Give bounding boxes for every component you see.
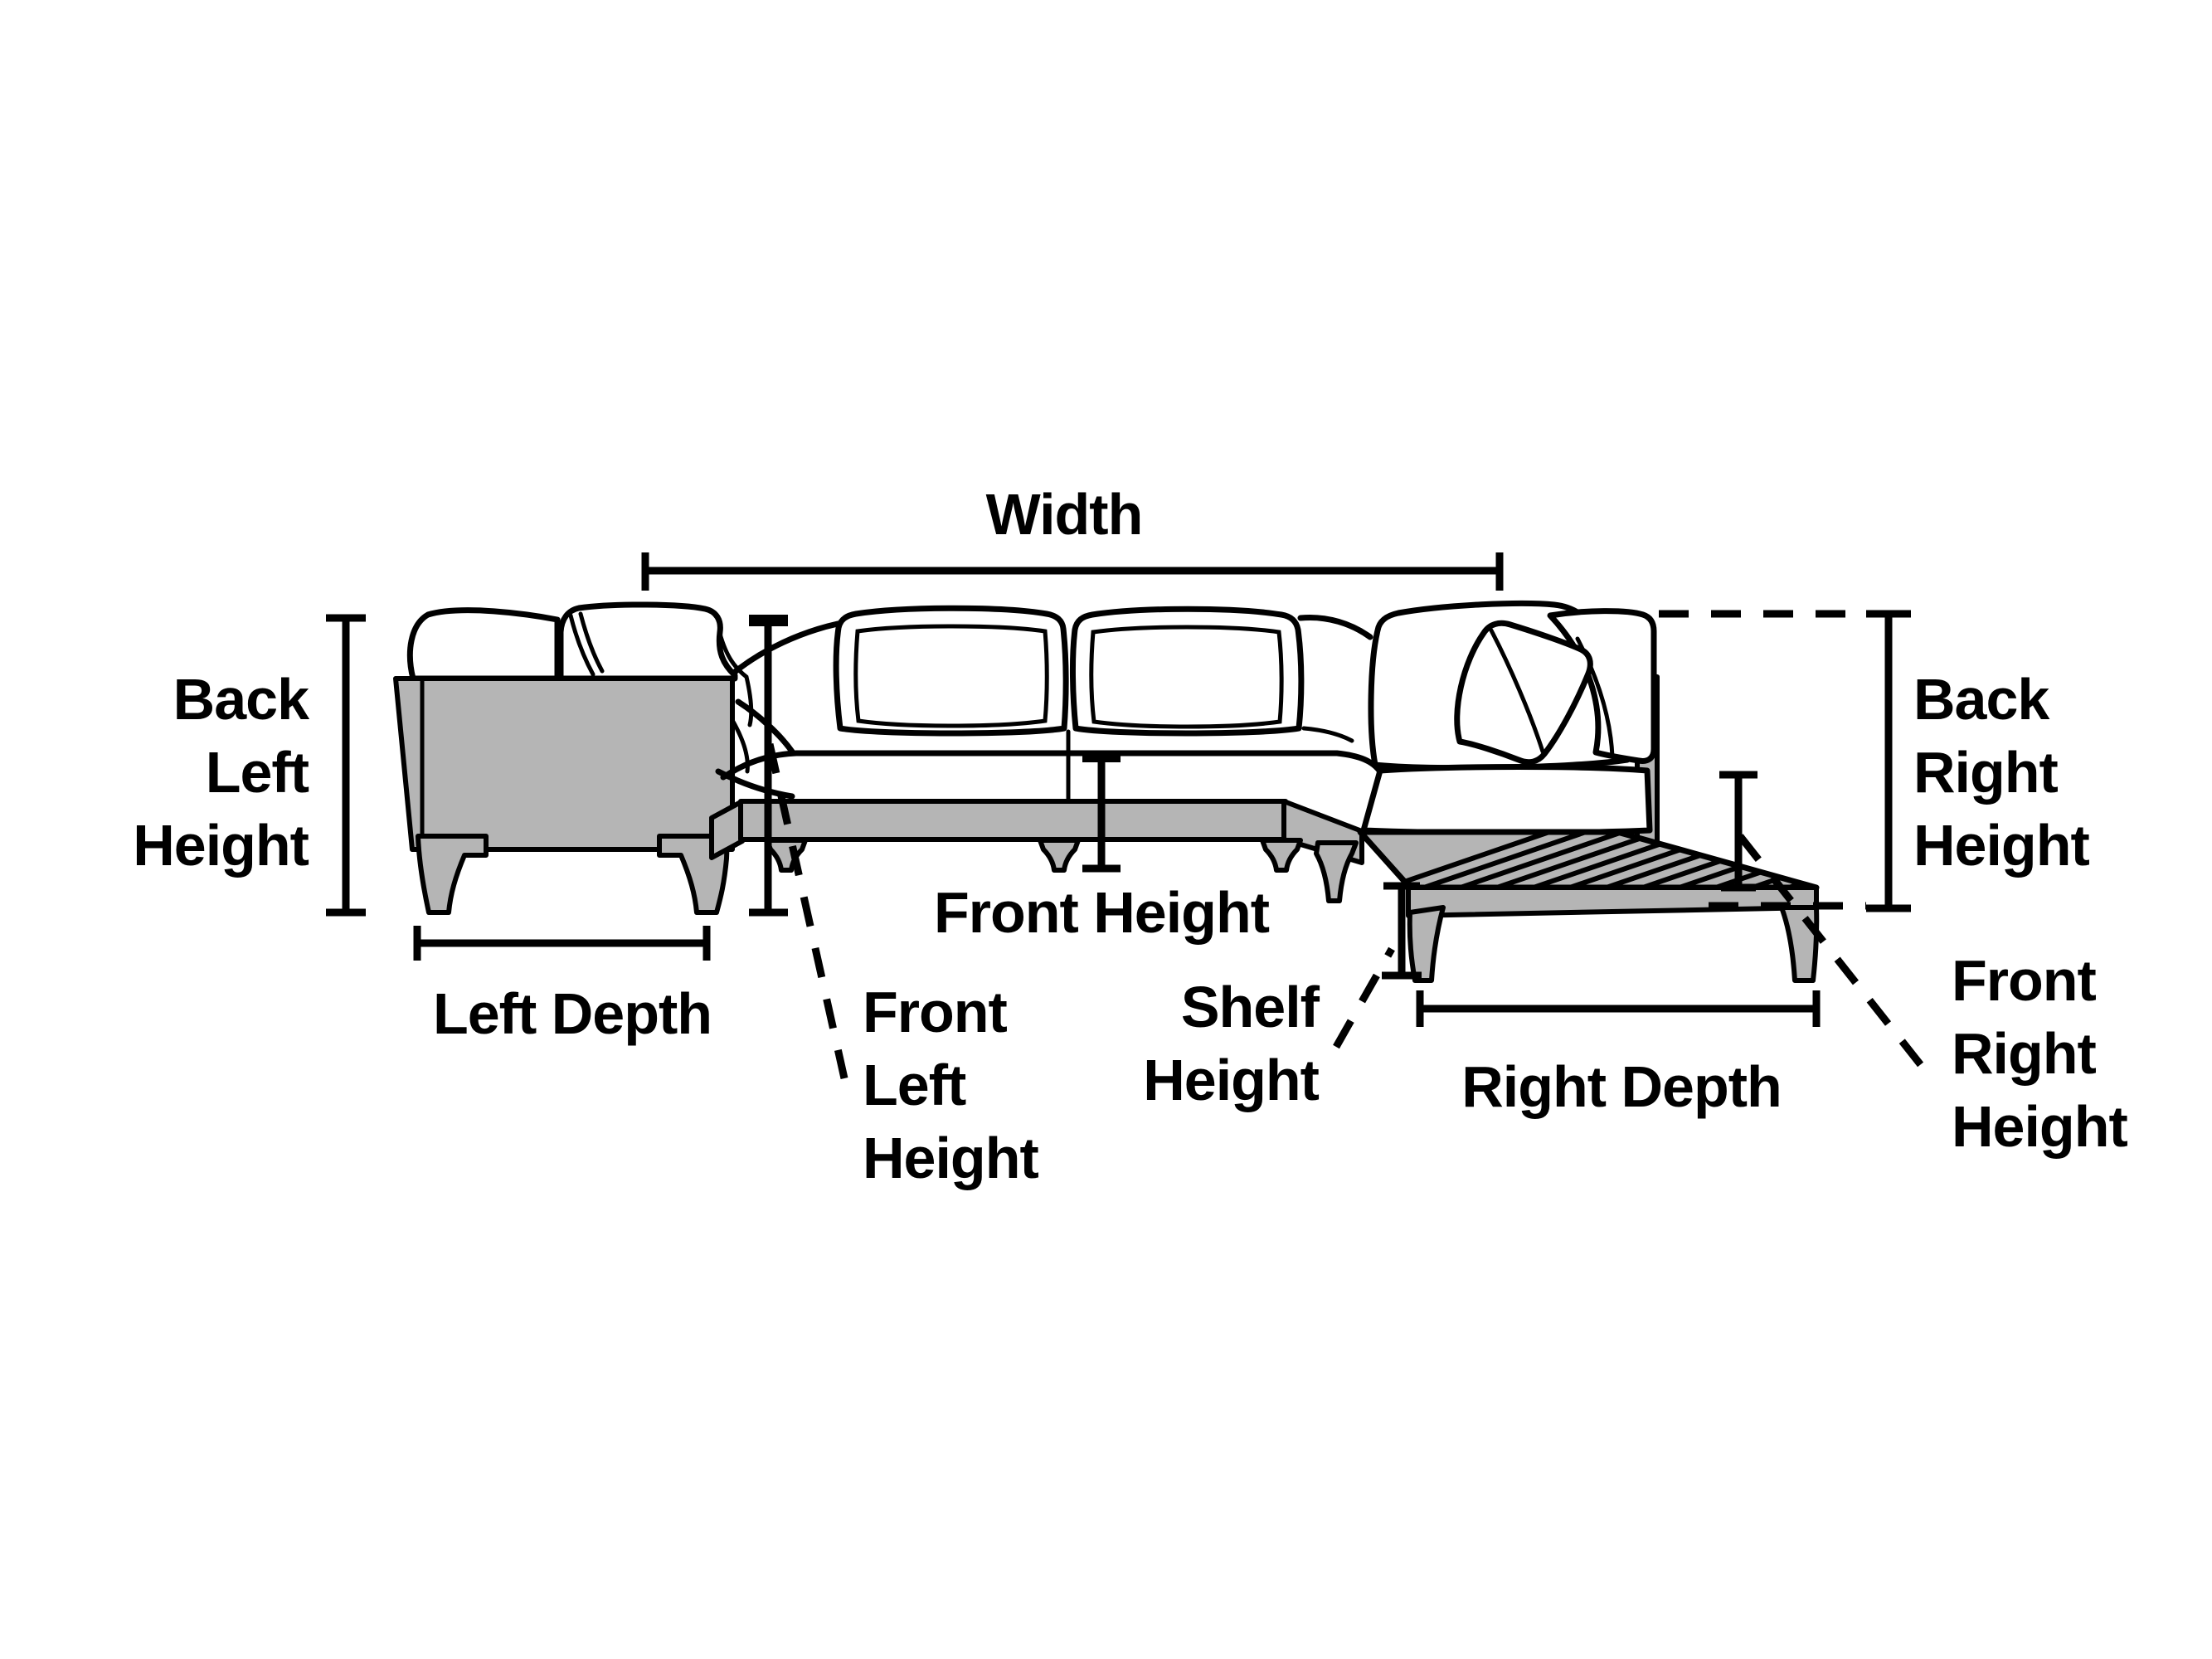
label-line: Shelf — [1180, 975, 1320, 1039]
label-line: Left — [863, 1053, 966, 1117]
label-line: Height — [863, 1126, 1039, 1190]
front-left-height-measure-line — [749, 615, 848, 1079]
front-right-height-measure-line — [1719, 771, 1924, 1068]
label-line: Height — [1913, 813, 2090, 878]
cushion-fold-line — [578, 611, 605, 674]
label-line: Back — [173, 667, 309, 732]
corner-cushion-line — [731, 719, 750, 774]
shelf-height-label: Shelf Height — [1143, 971, 1320, 1117]
label-line: Back — [1913, 667, 2049, 732]
left-back-cushion-2 — [557, 601, 738, 682]
shelf-height-measure-line — [1333, 882, 1422, 1049]
back-right-height-label: Back Right Height — [1913, 663, 2090, 882]
left-depth-measure-line — [413, 926, 711, 961]
front-height-measure-line — [1082, 751, 1121, 873]
corner-leg — [1314, 840, 1359, 903]
label-line: Height — [133, 813, 309, 878]
back-left-height-label: Back Left Height — [133, 663, 309, 882]
front-right-height-label: Front Right Height — [1952, 944, 2128, 1163]
center-back-cushion — [833, 605, 1069, 737]
left-section — [393, 601, 754, 915]
label-line: Left — [205, 740, 309, 805]
left-back-cushion — [406, 607, 561, 682]
pillow-fold-line — [1489, 628, 1545, 754]
center-section — [709, 605, 1383, 903]
back-right-height-measure-line — [1659, 610, 1911, 912]
front-left-height-label: Front Left Height — [863, 975, 1039, 1194]
front-height-label: Front Height — [933, 880, 1270, 945]
label-line: Height — [1952, 1094, 2128, 1159]
shelf-left-leg — [1407, 905, 1446, 983]
left-arm-panel — [393, 676, 735, 852]
label-line: Right — [1952, 1021, 2097, 1086]
center-leg — [1038, 838, 1081, 873]
cushion-fold-line — [568, 613, 596, 677]
seat-front-edge — [720, 750, 1383, 781]
left-front-leg — [416, 834, 489, 915]
corner-cushion-line — [1301, 726, 1354, 743]
right-seat — [1360, 764, 1653, 836]
corner-cushion-line — [1297, 614, 1373, 640]
throw-pillow — [1454, 620, 1593, 766]
label-line: Front — [1952, 948, 2097, 1013]
right-depth-measure-line — [1416, 990, 1821, 1027]
label-line: Right — [1913, 740, 2059, 805]
right-depth-label: Right Depth — [1461, 1054, 1782, 1119]
right-section — [1357, 600, 1820, 983]
back-left-height-measure-line — [326, 614, 366, 917]
left-depth-label: Left Depth — [432, 981, 712, 1046]
width-measure-line — [641, 552, 1504, 591]
corner-cushion-line — [732, 620, 841, 675]
cushion-seam — [853, 624, 1049, 728]
center-leg — [1260, 838, 1303, 873]
center-back-cushion — [1069, 606, 1305, 737]
label-line: Height — [1143, 1048, 1320, 1112]
shelf-front-rail — [1406, 885, 1819, 918]
base-rail — [738, 799, 1288, 842]
cushion-edge-line — [717, 631, 754, 727]
cushion-seam — [1089, 625, 1284, 729]
shelf-right-leg — [1779, 905, 1820, 983]
width-label: Width — [985, 482, 1144, 547]
label-line: Front — [863, 980, 1008, 1044]
